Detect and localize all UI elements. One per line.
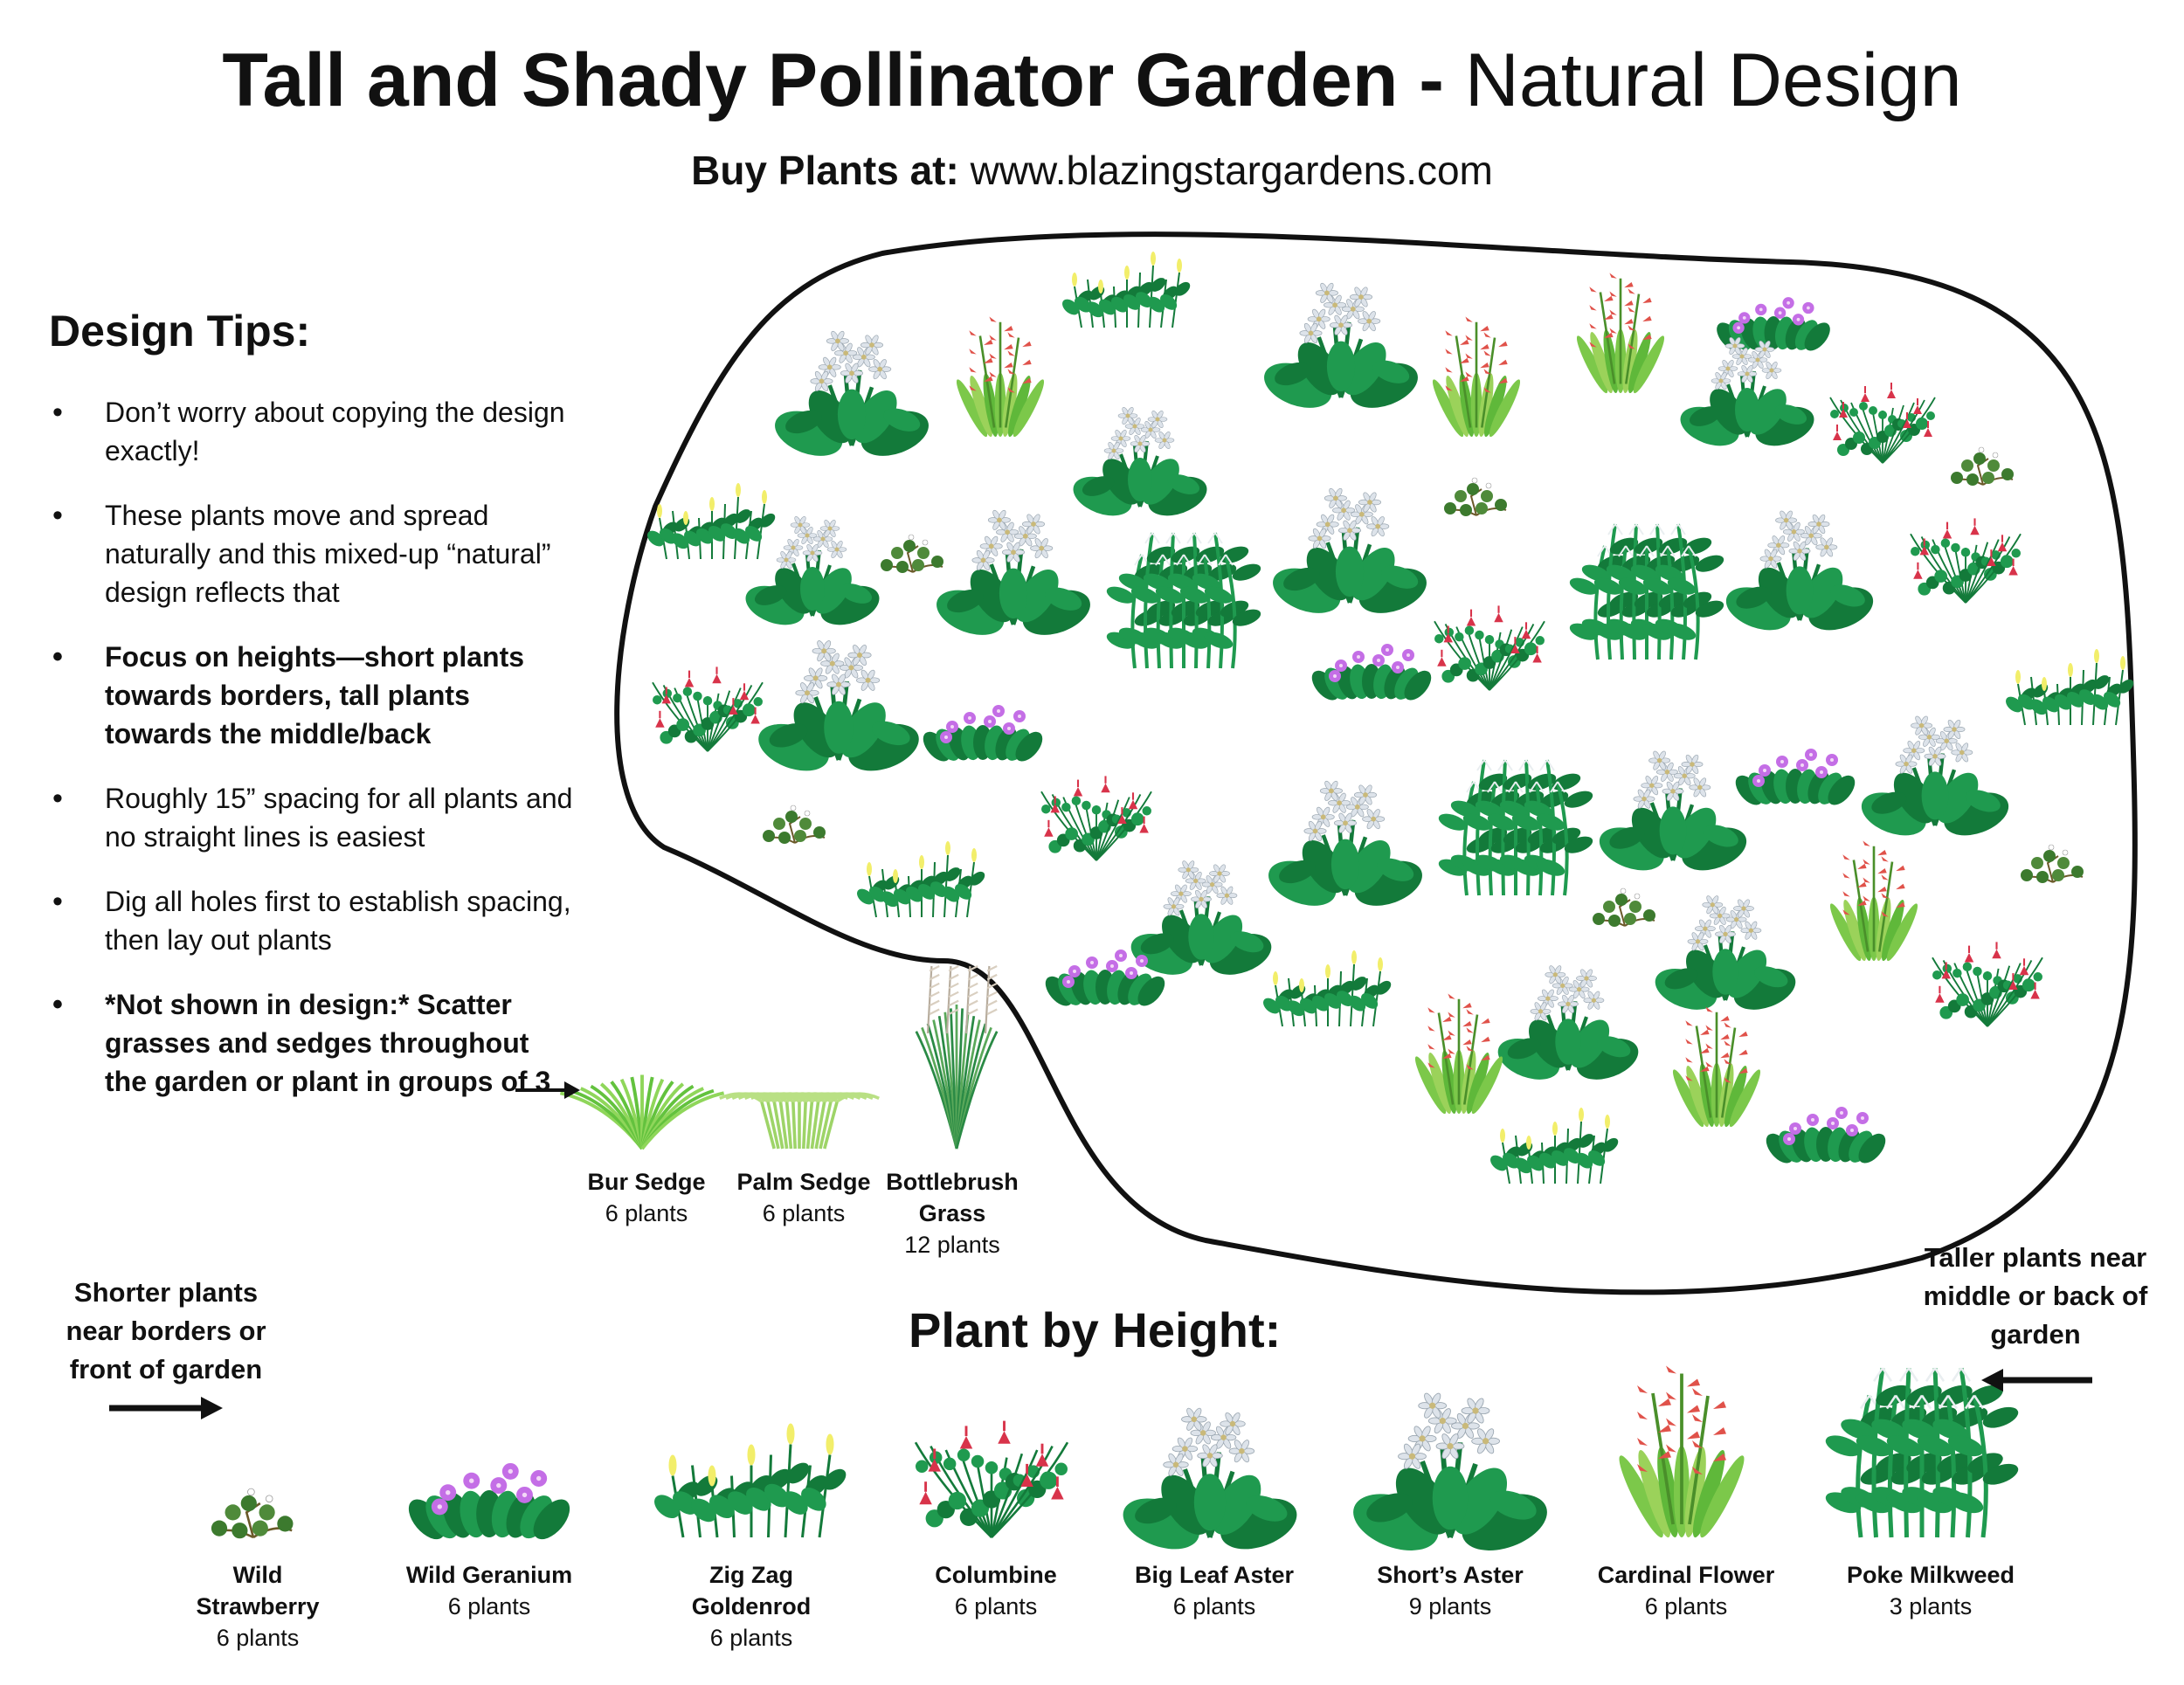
- aster-plant-illustration: [1599, 750, 1747, 871]
- columbine-legend-illustration: [914, 1420, 1069, 1538]
- bottlebrush-grass-illustration: [915, 965, 999, 1150]
- buy-url: www.blazingstargardens.com: [970, 148, 1493, 193]
- aster-plant-illustration: [745, 515, 880, 625]
- palm-sedge-illustration: [719, 1092, 880, 1150]
- cardinal-flower-legend-illustration: [1619, 1365, 1745, 1538]
- geranium-illustration: [1766, 1107, 1886, 1164]
- strawberry-illustration: [1593, 887, 1655, 927]
- strawberry-illustration: [881, 534, 943, 573]
- aster-plant-illustration: [1497, 965, 1639, 1080]
- tip-item: Focus on heights—short plants towards bo…: [49, 638, 573, 753]
- aster-plant-illustration: [1273, 487, 1427, 613]
- goldenrod-illustration: [857, 841, 985, 918]
- tip-item: Don’t worry about copying the design exa…: [49, 393, 573, 470]
- tip-item: Roughly 15” spacing for all plants and n…: [49, 779, 573, 856]
- columbine-illustration: [1910, 518, 2022, 604]
- wild-strawberry-illustration: [211, 1488, 294, 1539]
- cardinal-flower-illustration: [1414, 993, 1503, 1115]
- geranium-illustration: [1045, 950, 1165, 1006]
- big-leaf-aster-illustration: [1123, 1407, 1297, 1550]
- goldenrod-illustration: [647, 483, 776, 560]
- wild-geranium-illustration: [408, 1462, 570, 1540]
- columbine-illustration: [1040, 776, 1152, 861]
- arrow-to-grasses-head: [564, 1081, 580, 1099]
- taller-plants-arrow-head: [1981, 1369, 2003, 1392]
- aster-plant-illustration: [1680, 336, 1814, 446]
- design-tips-heading: Design Tips:: [49, 307, 311, 356]
- aster-plant-illustration: [1130, 860, 1272, 975]
- buy-label: Buy Plants at:: [691, 148, 959, 193]
- aster-plant-illustration: [1073, 406, 1207, 516]
- design-tips-list: Don’t worry about copying the design exa…: [49, 393, 573, 1127]
- cardinal-flower-illustration: [1829, 840, 1918, 962]
- aster-plant-illustration: [1268, 780, 1422, 906]
- strawberry-illustration: [763, 805, 826, 844]
- aster-plant-illustration: [1264, 282, 1418, 408]
- tip-item: *Not shown in design:* Scatter grasses a…: [49, 985, 577, 1101]
- taller-plants-note: Taller plants near middle or back of gar…: [1923, 1242, 2148, 1350]
- aster-plant-illustration: [1725, 510, 1874, 631]
- cardinal-flower-illustration: [956, 316, 1045, 438]
- geranium-illustration: [923, 705, 1043, 762]
- shorts-aster-illustration: [1353, 1392, 1547, 1550]
- milkweed-illustration: [1569, 523, 1724, 660]
- buy-plants-line: Buy Plants at: www.blazingstargardens.co…: [0, 147, 2184, 194]
- tip-item: These plants move and spread naturally a…: [49, 496, 573, 611]
- cardinal-flower-illustration: [1672, 1006, 1761, 1128]
- plant-by-height-heading: Plant by Height:: [909, 1302, 1282, 1357]
- poke-milkweed-illustration: [1825, 1367, 2019, 1538]
- cardinal-flower-illustration: [1576, 273, 1665, 394]
- bur-sedge-illustration: [559, 1074, 725, 1150]
- garden-bed-outline: [614, 231, 2138, 1295]
- milkweed-illustration: [1438, 759, 1593, 896]
- columbine-illustration: [1434, 605, 1545, 691]
- strawberry-illustration: [2021, 844, 2084, 883]
- goldenrod-illustration: [1263, 950, 1392, 1027]
- zig-zag-goldenrod-illustration: [654, 1423, 847, 1538]
- aster-plant-illustration: [775, 330, 929, 456]
- page-title: Tall and Shady Pollinator Garden - Natur…: [222, 38, 1962, 122]
- aster-plant-illustration: [936, 509, 1090, 635]
- geranium-illustration: [1735, 749, 1856, 805]
- goldenrod-illustration: [1490, 1108, 1619, 1184]
- aster-plant-illustration: [758, 640, 919, 771]
- aster-plant-illustration: [1655, 895, 1796, 1010]
- goldenrod-illustration: [1062, 252, 1191, 328]
- columbine-illustration: [1932, 942, 2043, 1027]
- columbine-illustration: [652, 666, 764, 752]
- goldenrod-illustration: [2006, 649, 2134, 726]
- cardinal-flower-illustration: [1432, 316, 1521, 438]
- aster-plant-illustration: [1861, 715, 2009, 836]
- shorter-plants-note: Shorter plants near borders or front of …: [66, 1277, 266, 1385]
- strawberry-illustration: [1444, 477, 1507, 516]
- tip-item: Dig all holes first to establish spacing…: [49, 882, 573, 959]
- milkweed-illustration: [1106, 532, 1261, 669]
- columbine-illustration: [1829, 383, 1936, 464]
- strawberry-illustration: [1951, 446, 2014, 486]
- geranium-illustration: [1311, 644, 1432, 701]
- shorter-plants-arrow-head: [201, 1397, 223, 1419]
